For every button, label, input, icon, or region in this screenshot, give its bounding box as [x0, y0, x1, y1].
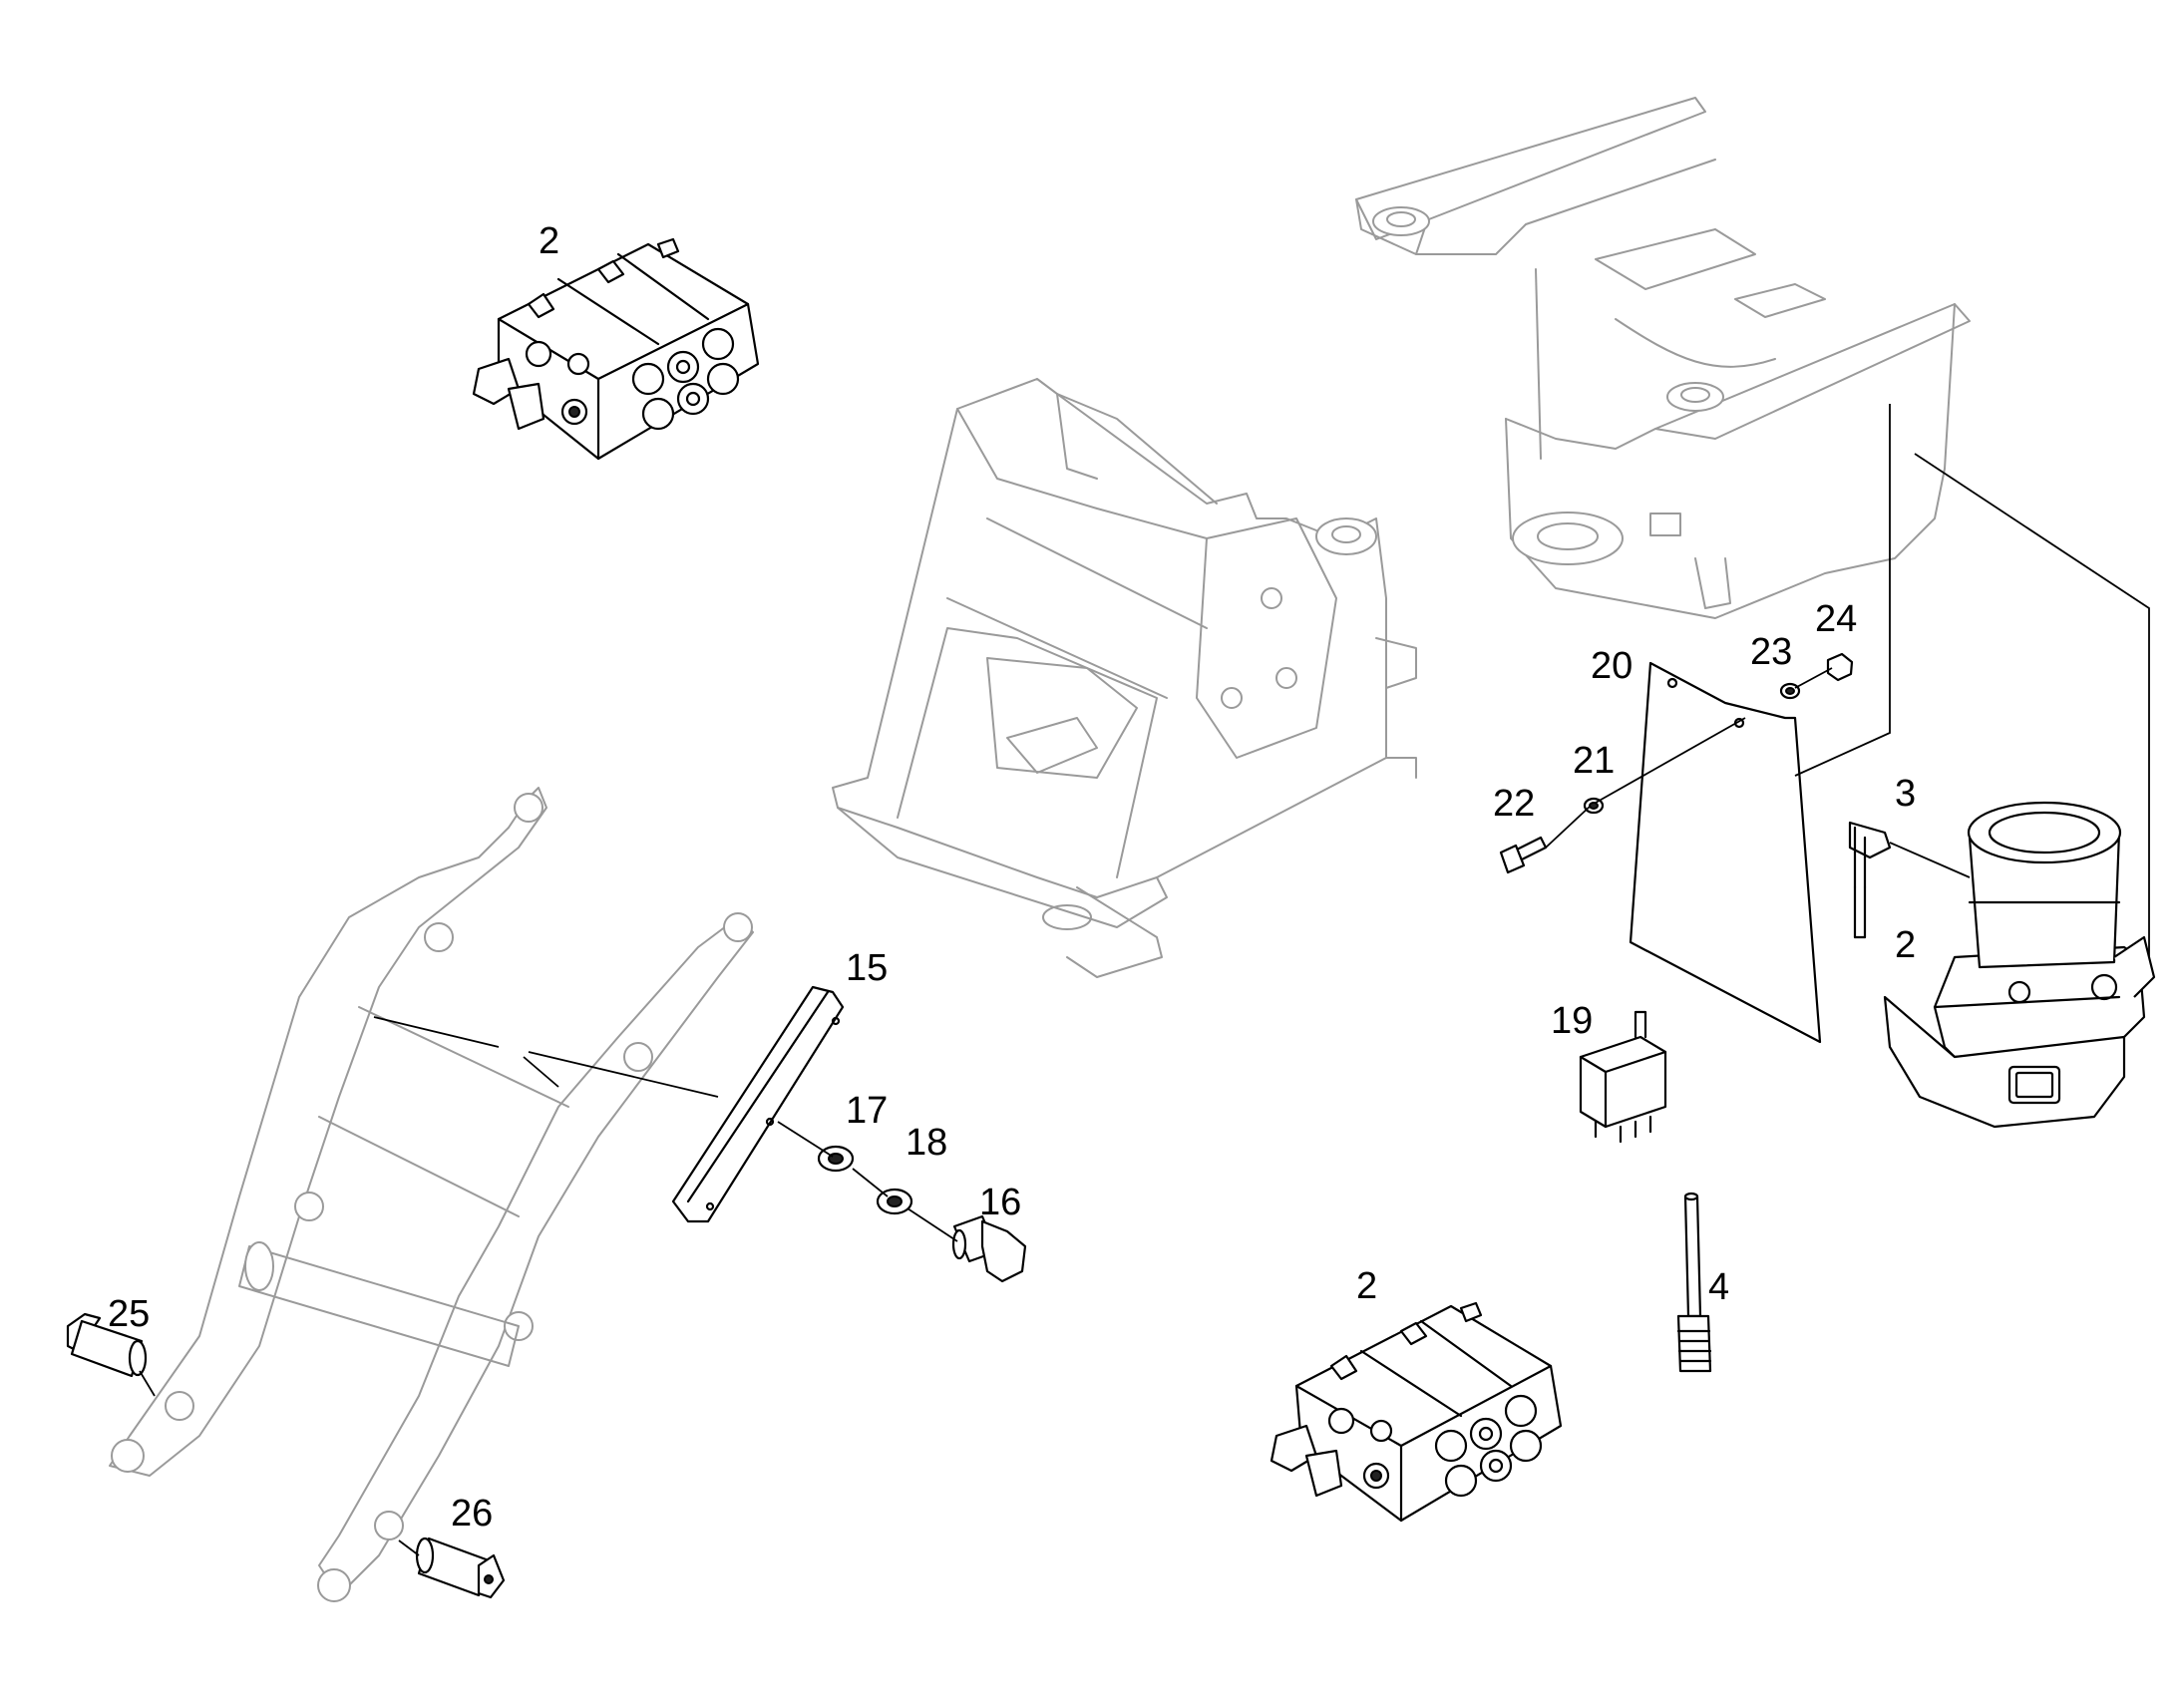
callout-17: 17 [846, 1090, 888, 1132]
leader-lines [139, 404, 2150, 1556]
callout-2-right: 2 [1895, 924, 1916, 966]
callout-labels: 2 2 2 3 4 15 16 17 18 19 20 21 22 23 24 … [108, 220, 1916, 1535]
distributor-block-top [472, 237, 760, 461]
pin-part-26 [415, 1537, 506, 1599]
callout-19: 19 [1551, 1000, 1593, 1042]
callout-20: 20 [1591, 645, 1633, 687]
bolt-part-22 [1499, 836, 1548, 874]
callout-4: 4 [1708, 1266, 1729, 1308]
chassis-frame-background [832, 378, 1417, 978]
distributor-block-bottom [1270, 1301, 1563, 1523]
callout-23: 23 [1750, 631, 1792, 673]
pump-key-part-3 [1848, 821, 1971, 939]
callout-25: 25 [108, 1293, 150, 1335]
bracket-part-15 [671, 985, 845, 1223]
sensor-part-4 [1676, 1192, 1712, 1373]
relay-part-19 [1579, 1010, 1667, 1144]
washer-part-18 [876, 1188, 913, 1215]
callout-26: 26 [451, 1493, 493, 1535]
cover-plate-part-20 [1629, 661, 1822, 1044]
bolt-part-16 [951, 1214, 1027, 1283]
loader-arms-background [109, 787, 754, 1602]
callout-3: 3 [1895, 773, 1916, 815]
callout-15: 15 [846, 947, 888, 989]
callout-21: 21 [1573, 740, 1615, 782]
loader-frame-background [1355, 97, 1971, 619]
callout-2-bottom: 2 [1356, 1265, 1377, 1307]
callout-22: 22 [1493, 783, 1535, 825]
nut-part-24 [1826, 652, 1854, 682]
callout-16: 16 [979, 1182, 1021, 1223]
callout-18: 18 [906, 1122, 947, 1164]
callout-2-top: 2 [539, 220, 559, 262]
pin-part-25 [66, 1312, 148, 1378]
lubrication-pump [1883, 801, 2156, 1129]
washer-part-23 [1779, 682, 1801, 700]
callout-24: 24 [1815, 598, 1857, 640]
